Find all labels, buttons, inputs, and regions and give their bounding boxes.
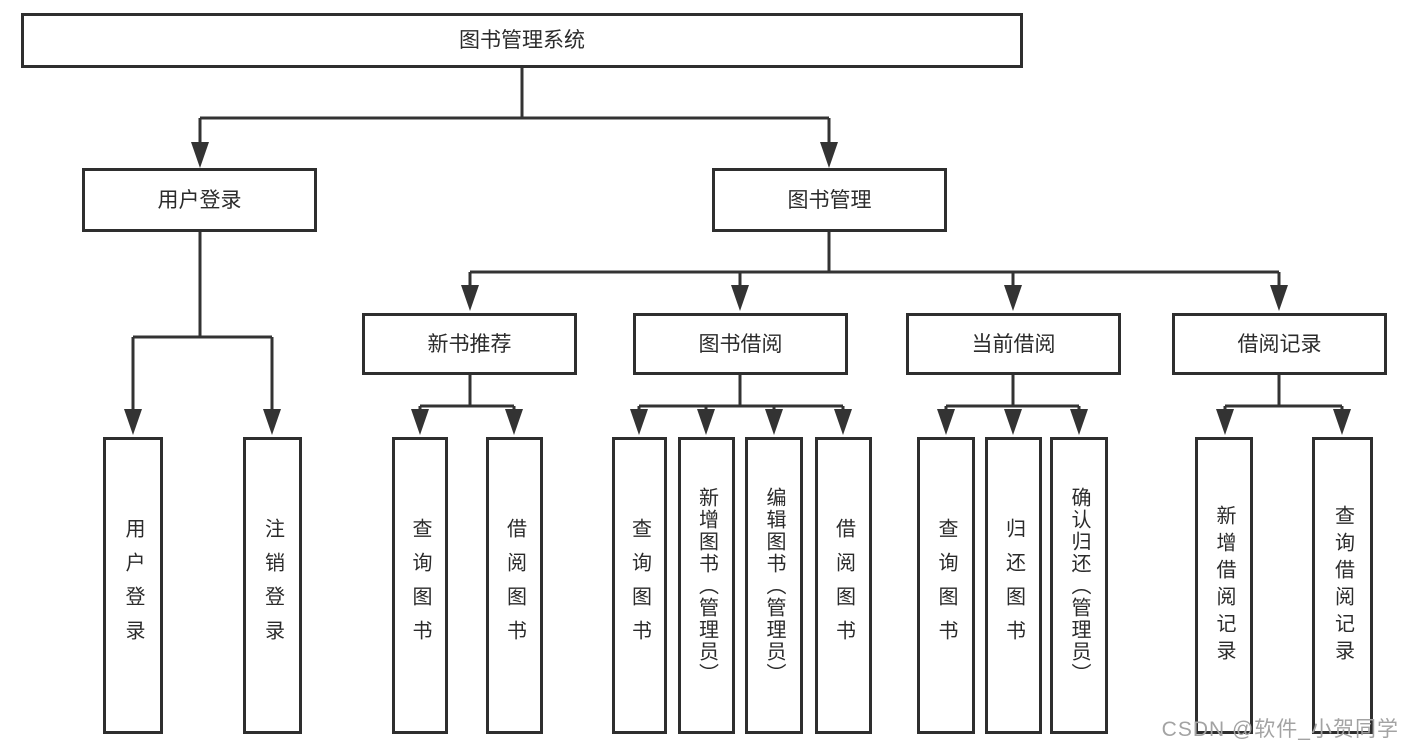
leaf-query-books-3: 查询图书 <box>917 437 975 734</box>
node-user-login: 用户登录 <box>82 168 317 232</box>
leaf-query-books-2: 查询图书 <box>612 437 667 734</box>
node-current-borrow: 当前借阅 <box>906 313 1121 375</box>
leaf-borrow-books-1: 借阅图书 <box>486 437 543 734</box>
csdn-watermark: CSDN @软件_小贺同学 <box>1161 718 1399 741</box>
leaf-logout: 注销登录 <box>243 437 302 734</box>
node-new-book-recommend: 新书推荐 <box>362 313 577 375</box>
leaf-edit-books-admin: 编辑图书（管理员） <box>745 437 803 734</box>
node-root: 图书管理系统 <box>21 13 1023 68</box>
leaf-add-books-admin: 新增图书（管理员） <box>678 437 735 734</box>
node-book-management: 图书管理 <box>712 168 947 232</box>
leaf-query-borrow-record: 查询借阅记录 <box>1312 437 1373 734</box>
leaf-query-books-1: 查询图书 <box>392 437 448 734</box>
node-borrow-records: 借阅记录 <box>1172 313 1387 375</box>
arrowhead-icons <box>124 142 1351 435</box>
leaf-add-borrow-record: 新增借阅记录 <box>1195 437 1253 734</box>
leaf-user-login: 用户登录 <box>103 437 163 734</box>
leaf-borrow-books-2: 借阅图书 <box>815 437 872 734</box>
leaf-return-books: 归还图书 <box>985 437 1042 734</box>
leaf-confirm-return-admin: 确认归还（管理员） <box>1050 437 1108 734</box>
node-book-borrow: 图书借阅 <box>633 313 848 375</box>
